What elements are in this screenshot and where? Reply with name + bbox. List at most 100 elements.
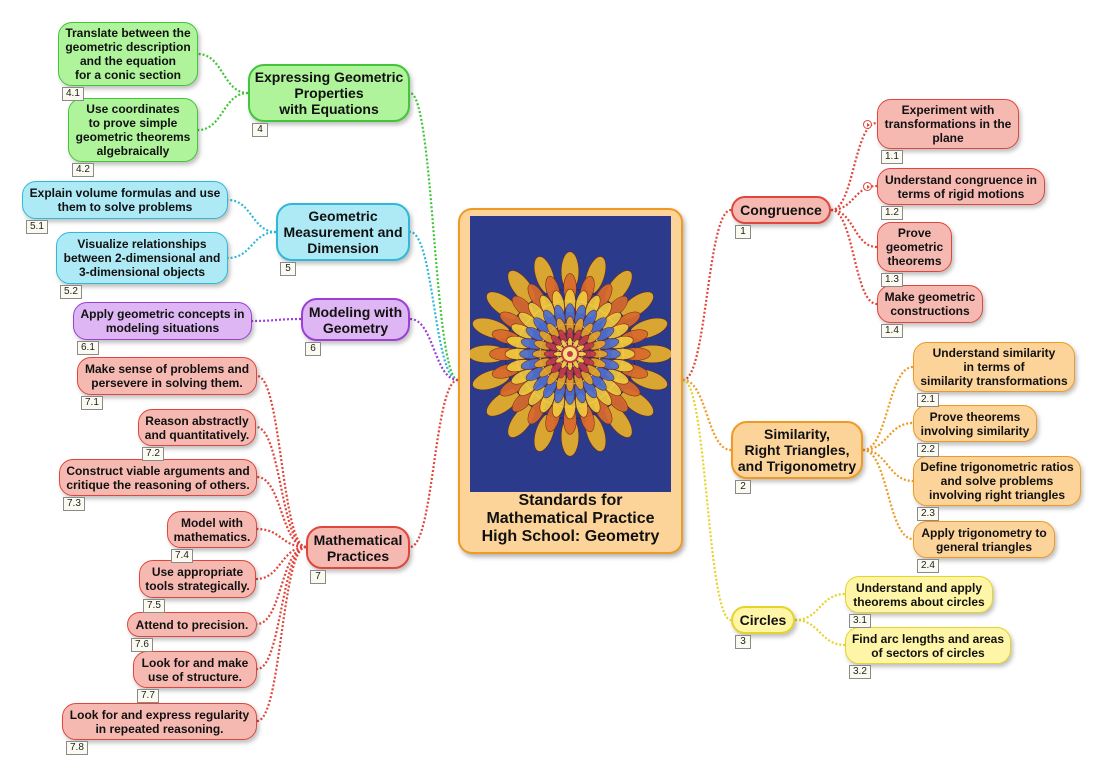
branch-number-tag: 3: [735, 635, 751, 649]
mandala-petal: [589, 373, 607, 391]
central-topic[interactable]: Standards for Mathematical Practice High…: [458, 208, 683, 554]
leaf-number-tag: 5.2: [60, 285, 82, 299]
leaf-7-2[interactable]: Reason abstractly and quantitatively.: [138, 409, 256, 446]
leaf-4-1[interactable]: Translate between the geometric descript…: [58, 22, 198, 86]
branch-label: Modeling with Geometry: [308, 303, 403, 336]
connector-line: [251, 317, 302, 323]
branch-label: Geometric Measurement and Dimension: [283, 208, 403, 256]
leaf-label: Use appropriate tools strategically.: [145, 565, 250, 593]
leaf-number-tag: 7.1: [81, 396, 103, 410]
leaf-4-2[interactable]: Use coordinates to prove simple geometri…: [68, 98, 198, 162]
branch-modeling-with-geometry[interactable]: Modeling with Geometry: [301, 298, 410, 341]
connector-line: [830, 184, 878, 212]
leaf-label: Prove theorems involving similarity: [920, 409, 1030, 438]
leaf-number-tag: 7.6: [131, 638, 153, 652]
leaf-3-2[interactable]: Find arc lengths and areas of sectors of…: [845, 627, 1011, 664]
connector-line: [682, 378, 732, 452]
connector-line: [862, 448, 914, 541]
leaf-label: Apply trigonometry to general triangles: [921, 525, 1047, 554]
leaf-number-tag: 5.1: [26, 220, 48, 234]
leaf-label: Model with mathematics.: [173, 515, 251, 544]
central-topic-title: Standards for Mathematical Practice High…: [481, 492, 660, 545]
leaf-2-2[interactable]: Prove theorems involving similarity: [913, 405, 1037, 442]
leaf-number-tag: 2.1: [917, 393, 939, 407]
leaf-2-4[interactable]: Apply trigonometry to general triangles: [913, 521, 1055, 558]
leaf-label: Find arc lengths and areas of sectors of…: [851, 631, 1005, 660]
leaf-1-2[interactable]: Understand congruence in terms of rigid …: [877, 168, 1045, 205]
connector-line: [409, 378, 459, 549]
connector-line: [830, 208, 878, 249]
leaf-7-5[interactable]: Use appropriate tools strategically.: [139, 560, 256, 598]
connector-line: [197, 91, 249, 132]
connector-line: [862, 421, 914, 452]
leaf-6-1[interactable]: Apply geometric concepts in modeling sit…: [73, 302, 252, 340]
leaf-2-1[interactable]: Understand similarity in terms of simila…: [913, 342, 1075, 392]
mandala-petal: [550, 361, 563, 374]
connector-line: [256, 545, 307, 723]
branch-label: Similarity, Right Triangles, and Trigono…: [737, 426, 857, 474]
mandala-image: [470, 216, 671, 492]
leaf-number-tag: 7.5: [143, 599, 165, 613]
leaf-number-tag: 2.3: [917, 507, 939, 521]
mandala-petal: [533, 317, 551, 335]
leaf-number-tag: 3.2: [849, 665, 871, 679]
leaf-number-tag: 7.4: [171, 549, 193, 563]
leaf-7-1[interactable]: Make sense of problems and persevere in …: [77, 357, 257, 395]
leaf-number-tag: 4.2: [72, 163, 94, 177]
leaf-7-6[interactable]: Attend to precision.: [127, 612, 257, 637]
leaf-label: Translate between the geometric descript…: [65, 26, 191, 82]
branch-geometric-measurement[interactable]: Geometric Measurement and Dimension: [276, 203, 410, 261]
leaf-7-7[interactable]: Look for and make use of structure.: [133, 651, 257, 688]
leaf-number-tag: 1.3: [881, 273, 903, 287]
leaf-label: Make sense of problems and persevere in …: [84, 362, 250, 390]
leaf-number-tag: 7.8: [66, 741, 88, 755]
branch-congruence[interactable]: Congruence: [731, 196, 831, 224]
leaf-label: Define trigonometric ratios and solve pr…: [920, 460, 1074, 502]
leaf-5-1[interactable]: Explain volume formulas and use them to …: [22, 181, 228, 219]
connector-line: [409, 230, 459, 382]
play-marker-icon: [863, 120, 872, 129]
leaf-number-tag: 4.1: [62, 87, 84, 101]
mandala-petal: [550, 334, 563, 347]
leaf-label: Construct viable arguments and critique …: [66, 463, 250, 492]
leaf-7-3[interactable]: Construct viable arguments and critique …: [59, 459, 257, 496]
leaf-7-8[interactable]: Look for and express regularity in repea…: [62, 703, 257, 740]
leaf-5-2[interactable]: Visualize relationships between 2-dimens…: [56, 232, 228, 284]
leaf-3-1[interactable]: Understand and apply theorems about circ…: [845, 576, 993, 613]
mandala-petal: [589, 317, 607, 335]
connector-line: [830, 121, 878, 212]
branch-similarity[interactable]: Similarity, Right Triangles, and Trigono…: [731, 421, 863, 479]
leaf-number-tag: 3.1: [849, 614, 871, 628]
connector-line: [256, 545, 307, 626]
branch-circles[interactable]: Circles: [731, 606, 795, 634]
connector-line: [862, 365, 914, 452]
branch-number-tag: 5: [280, 262, 296, 276]
leaf-number-tag: 7.3: [63, 497, 85, 511]
branch-label: Expressing Geometric Properties with Equ…: [254, 69, 404, 117]
leaf-number-tag: 1.2: [881, 206, 903, 220]
leaf-1-3[interactable]: Prove geometric theorems: [877, 222, 952, 272]
branch-number-tag: 4: [252, 123, 268, 137]
leaf-number-tag: 1.4: [881, 324, 903, 338]
leaf-7-4[interactable]: Model with mathematics.: [167, 511, 257, 548]
leaf-number-tag: 2.4: [917, 559, 939, 573]
leaf-label: Experiment with transformations in the p…: [884, 103, 1012, 145]
branch-mathematical-practices[interactable]: Mathematical Practices: [306, 526, 410, 569]
leaf-label: Understand and apply theorems about circ…: [853, 580, 985, 609]
connector-line: [409, 91, 459, 382]
leaf-1-4[interactable]: Make geometric constructions: [877, 285, 983, 323]
leaf-2-3[interactable]: Define trigonometric ratios and solve pr…: [913, 456, 1081, 506]
connector-line: [256, 475, 307, 549]
connector-line: [862, 448, 914, 483]
branch-expressing-geometric-properties[interactable]: Expressing Geometric Properties with Equ…: [248, 64, 410, 122]
leaf-1-1[interactable]: Experiment with transformations in the p…: [877, 99, 1019, 149]
leaf-label: Understand congruence in terms of rigid …: [884, 172, 1038, 201]
leaf-label: Apply geometric concepts in modeling sit…: [80, 307, 245, 335]
branch-number-tag: 2: [735, 480, 751, 494]
play-marker-icon: [863, 182, 872, 191]
connector-line: [227, 198, 277, 234]
branch-label: Congruence: [740, 202, 822, 218]
leaf-label: Use coordinates to prove simple geometri…: [75, 102, 191, 158]
connector-line: [409, 317, 459, 382]
